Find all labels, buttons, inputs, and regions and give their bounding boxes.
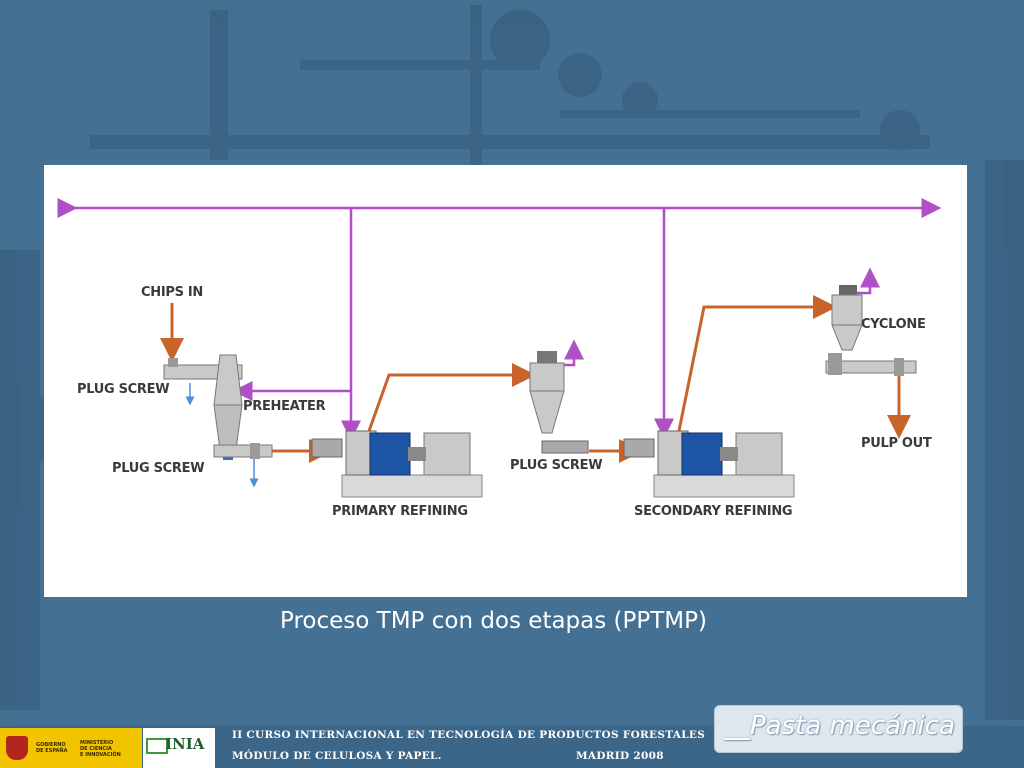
preheater-equipment <box>163 354 273 460</box>
label-plug-screw-bottom: PLUG SCREW <box>112 461 205 476</box>
label-preheater: PREHEATER <box>243 399 326 414</box>
section-title: __Pasta mecánica <box>724 711 956 741</box>
primary-refiner <box>311 430 483 498</box>
label-chips-in: CHIPS IN <box>141 285 203 300</box>
ministry-line-1: MINISTERIO <box>80 740 114 746</box>
label-secondary-refining: SECONDARY REFINING <box>634 504 793 519</box>
diagram-drawing <box>57 198 942 498</box>
label-plug-screw-mid: PLUG SCREW <box>510 458 603 473</box>
label-pulp-out: PULP OUT <box>861 436 932 451</box>
section-title-badge: __Pasta mecánica <box>714 705 963 753</box>
label-cyclone: CYCLONE <box>861 317 926 332</box>
water-drains <box>185 383 259 488</box>
inia-mark-icon <box>146 738 168 754</box>
course-location: MADRID 2008 <box>576 750 664 762</box>
course-title: II CURSO INTERNACIONAL EN TECNOLOGÍA DE … <box>232 729 706 741</box>
secondary-refiner <box>623 430 795 498</box>
inia-name: INIA <box>165 735 205 753</box>
coat-of-arms-icon <box>6 736 28 760</box>
label-primary-refining: PRIMARY REFINING <box>332 504 468 519</box>
process-diagram: CHIPS IN PLUG SCREW PREHEATER PLUG SCREW… <box>44 165 967 597</box>
government-logo: GOBIERNO DE ESPAÑA MINISTERIO DE CIENCIA… <box>0 728 142 768</box>
final-cyclone <box>825 285 917 376</box>
ministry-line-3: E INNOVACIÓN <box>80 752 121 758</box>
ministry-line-2: DE CIENCIA <box>80 746 112 752</box>
inia-logo: INIA <box>143 728 215 768</box>
course-module: MÓDULO DE CELULOSA Y PAPEL. <box>232 750 442 762</box>
steam-header <box>57 198 942 441</box>
gov-line-2: DE ESPAÑA <box>36 748 68 754</box>
diagram-caption: Proceso TMP con dos etapas (PPTMP) <box>280 608 707 634</box>
middle-cyclone <box>529 351 589 454</box>
gov-line-1: GOBIERNO <box>36 742 66 748</box>
label-plug-screw-top: PLUG SCREW <box>77 382 170 397</box>
